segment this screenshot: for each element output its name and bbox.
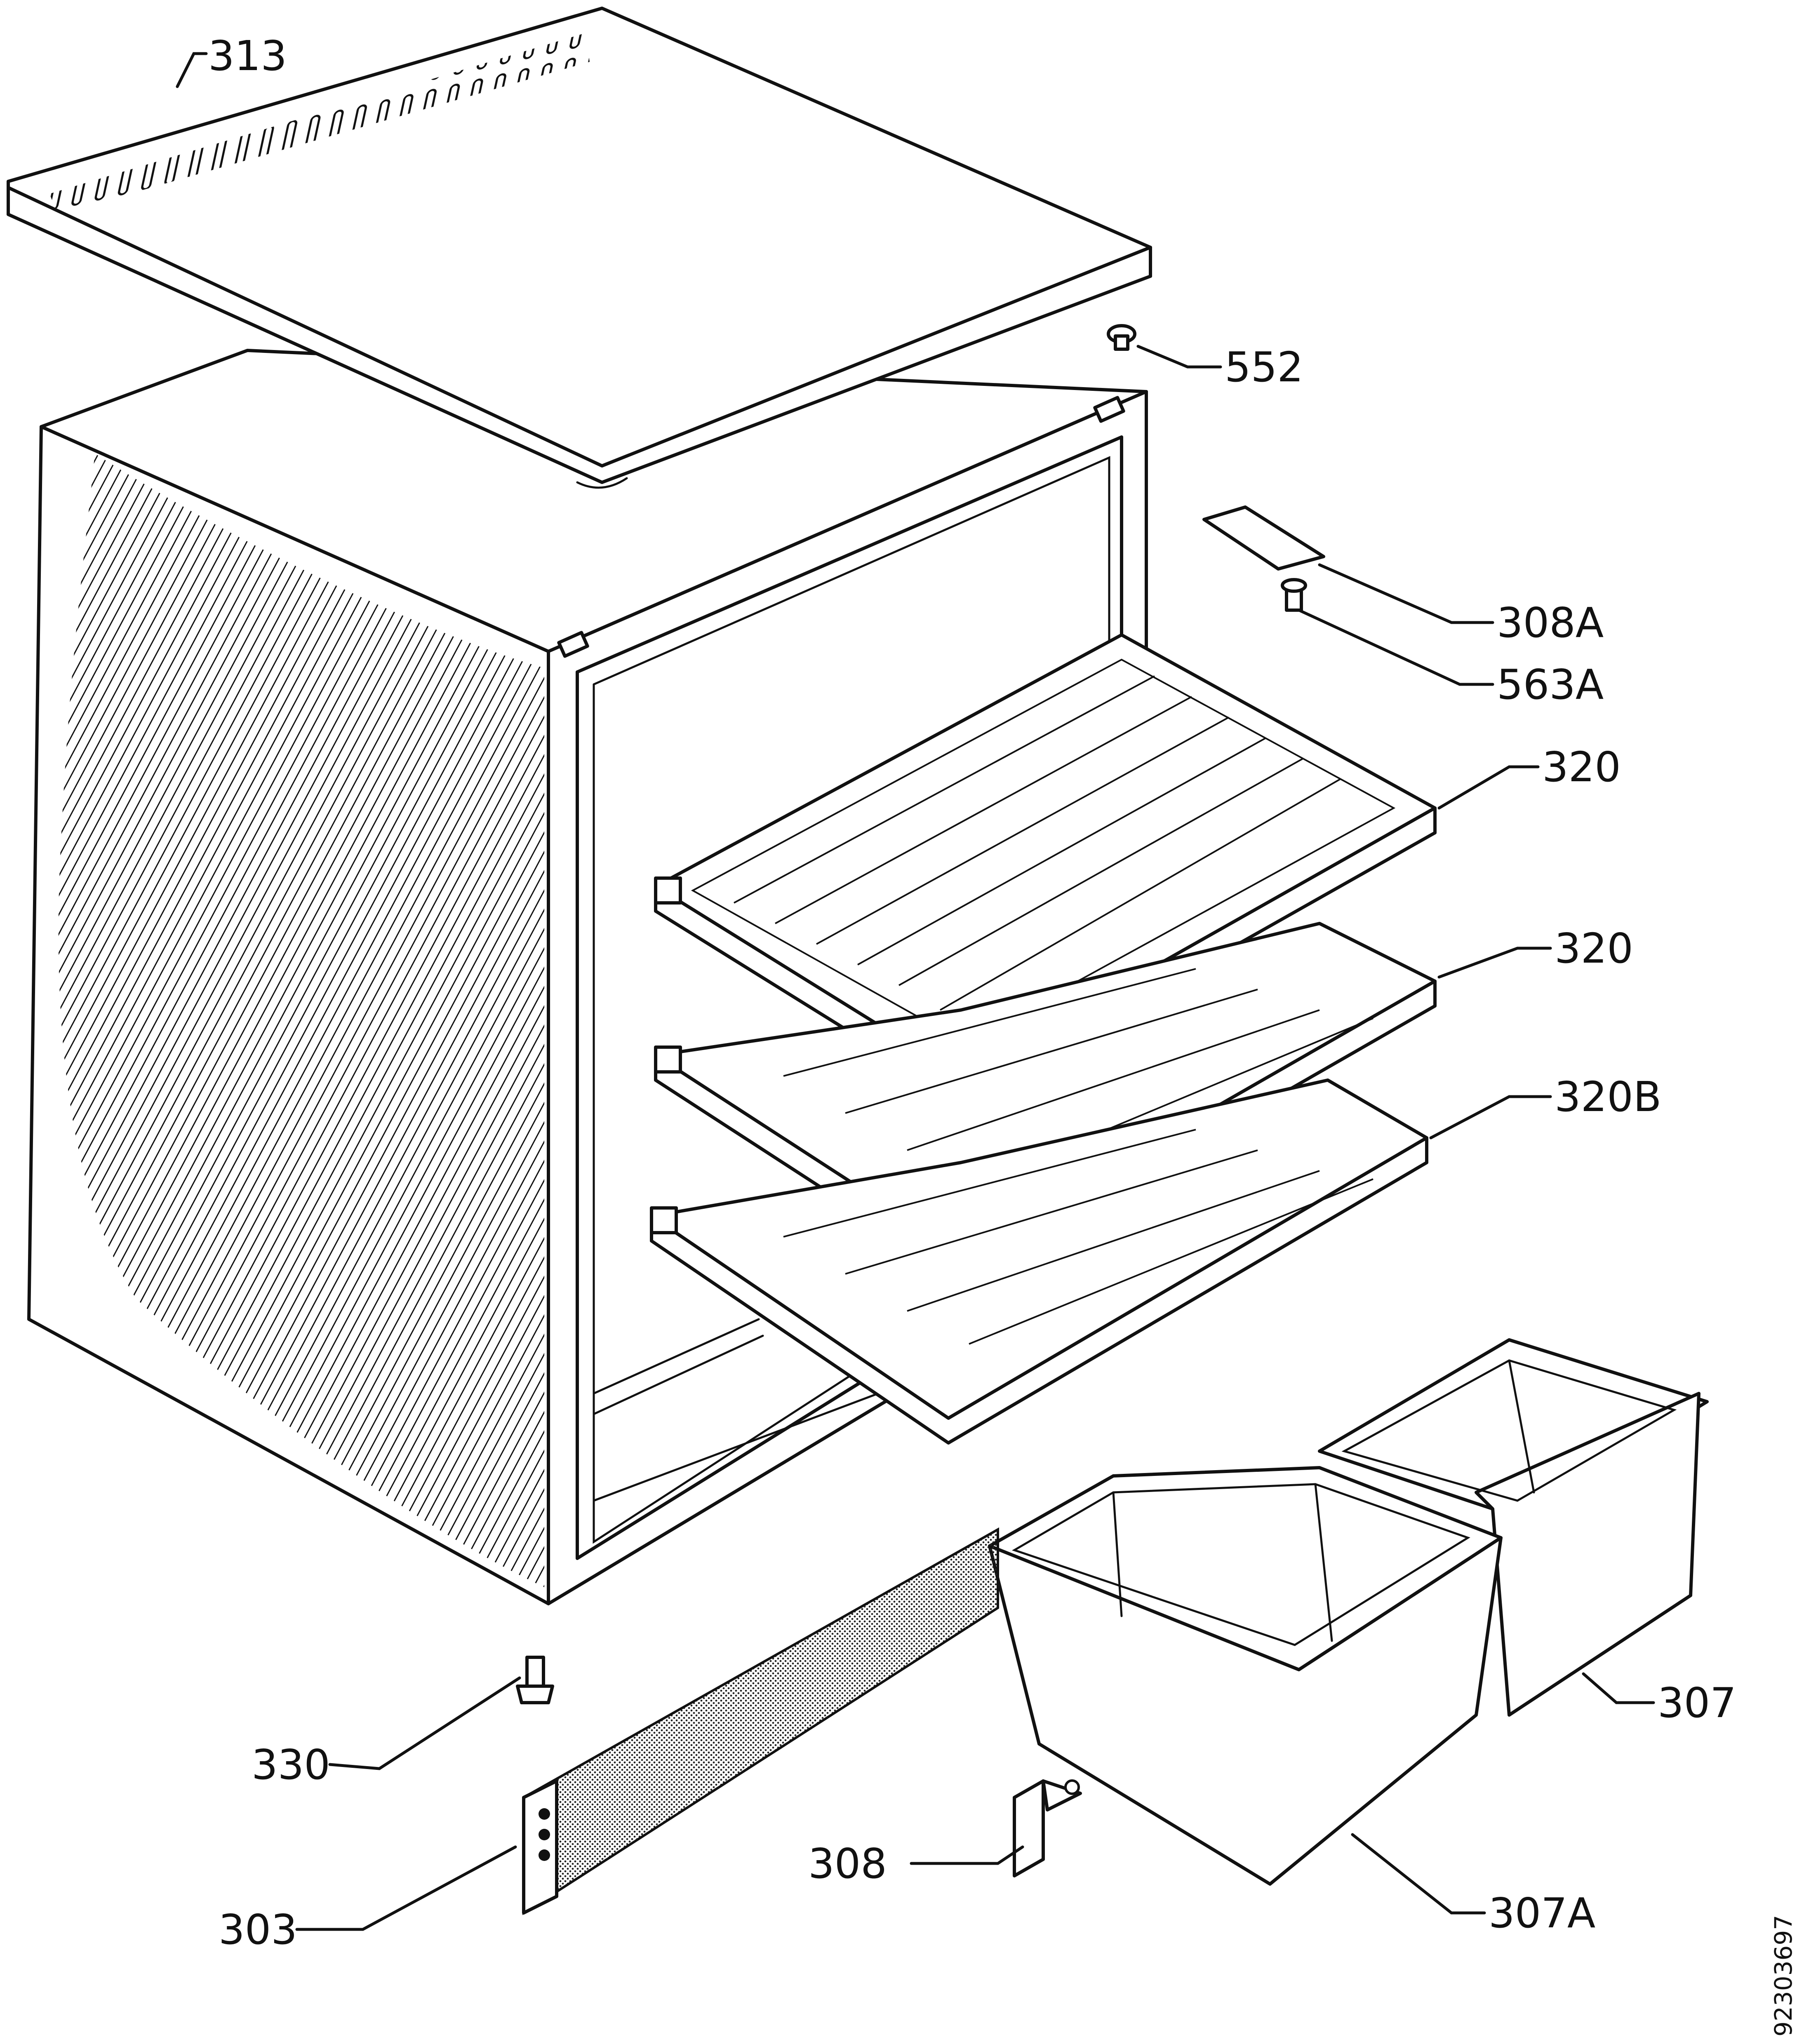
- leader-lines: [176, 52, 1655, 1931]
- label-303: 303: [219, 1905, 297, 1954]
- label-320b: 320B: [1555, 1073, 1661, 1121]
- shelf-lower: [650, 1078, 1428, 1445]
- label-320-middle: 320: [1555, 924, 1633, 973]
- label-308: 308: [808, 1840, 887, 1888]
- drawer-large: [988, 1466, 1503, 1886]
- callout-labels: 313 552 308A 563A 320 320 320B 307 307A …: [208, 32, 1797, 2037]
- label-307a: 307A: [1489, 1889, 1595, 1937]
- top-hinge: [1202, 505, 1325, 571]
- kick-plate: [522, 1527, 999, 1915]
- drawing-number: 92303697: [1769, 1915, 1797, 2037]
- label-308a: 308A: [1497, 599, 1604, 647]
- hinge-pin: [1281, 578, 1307, 612]
- foot-screw: [516, 1656, 554, 1704]
- label-320-upper: 320: [1542, 743, 1621, 791]
- label-552: 552: [1225, 343, 1303, 391]
- label-307: 307: [1658, 1679, 1736, 1727]
- label-563a: 563A: [1497, 660, 1604, 709]
- drawer-small: [1318, 1338, 1709, 1717]
- bottom-bracket: [1013, 1779, 1082, 1877]
- label-330: 330: [252, 1741, 330, 1789]
- label-313: 313: [208, 32, 287, 80]
- cover-screw: [1107, 324, 1136, 351]
- top-cover: [7, 7, 1152, 489]
